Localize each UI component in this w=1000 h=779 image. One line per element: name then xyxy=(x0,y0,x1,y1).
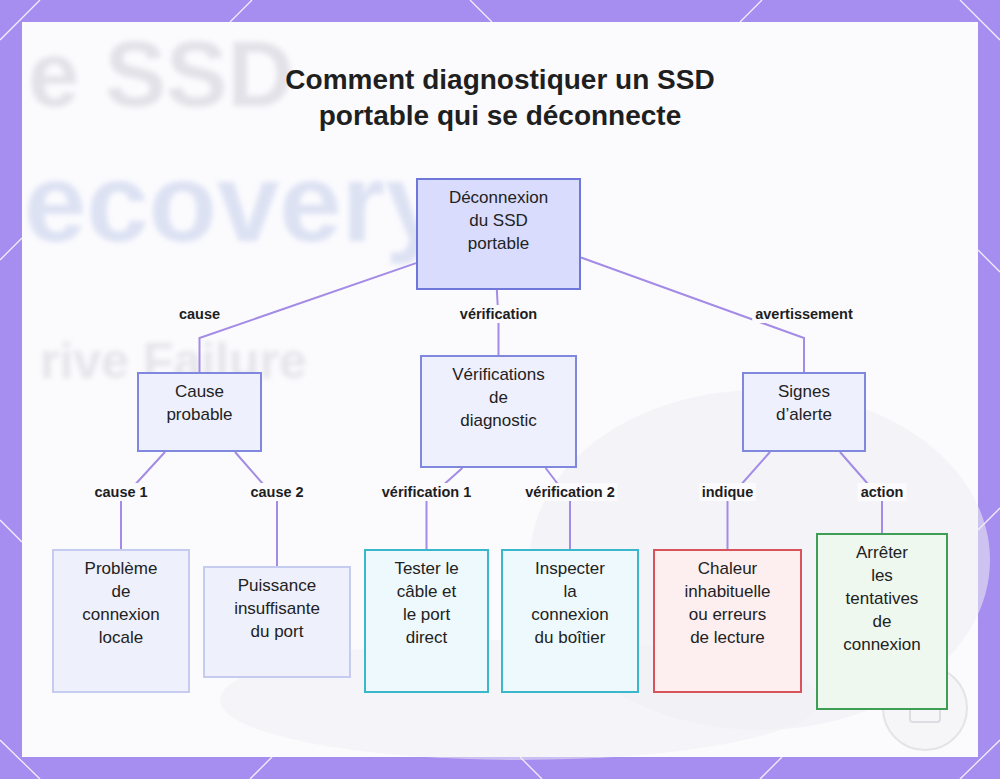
corner-line xyxy=(250,757,272,779)
edge-label: avertissement xyxy=(752,305,856,323)
box-text: Signes d’alerte xyxy=(764,380,844,426)
corner-line xyxy=(760,757,782,779)
edge-label: indique xyxy=(699,483,757,501)
edge-label: action xyxy=(858,483,907,501)
process-box: Signes d’alerte xyxy=(742,372,866,452)
process-box: Cause probable xyxy=(137,372,262,452)
corner-line xyxy=(740,0,762,22)
box-text: Cause probable xyxy=(155,380,245,426)
process-box: Puissance insuffisante du port xyxy=(203,566,351,678)
connector-line xyxy=(235,452,277,566)
box-text: Tester le câble et le port direct xyxy=(391,557,463,649)
connector-line xyxy=(427,468,463,549)
box-text: Problème de connexion locale xyxy=(76,557,166,649)
edge-label: cause 2 xyxy=(247,483,306,501)
process-box: Problème de connexion locale xyxy=(52,549,190,693)
edge-label: cause xyxy=(176,305,223,323)
box-text: Déconnexion du SSD portable xyxy=(444,186,554,255)
watermark-text: e SSD xyxy=(28,22,294,127)
process-box: Inspecter la connexion du boîtier xyxy=(501,549,639,693)
watermark-text: ecovery xyxy=(24,138,447,267)
corner-line xyxy=(978,250,1000,272)
corner-line xyxy=(470,0,492,22)
edge-label: vérification 2 xyxy=(522,483,617,501)
process-box: Tester le câble et le port direct xyxy=(364,549,489,693)
connector-line xyxy=(200,263,417,372)
box-text: Inspecter la connexion du boîtier xyxy=(528,557,613,649)
corner-line xyxy=(230,0,252,22)
process-box: Déconnexion du SSD portable xyxy=(416,178,581,290)
process-box: Arrêter les tentatives de connexion xyxy=(816,533,948,710)
diagram-title: Comment diagnostiquer un SSD portable qu… xyxy=(260,62,740,134)
connector-line xyxy=(546,468,570,549)
edge-label: vérification 1 xyxy=(379,483,474,501)
corner-line xyxy=(0,238,22,260)
process-box: Vérifications de diagnostic xyxy=(420,355,577,468)
corner-line xyxy=(520,757,542,779)
box-text: Arrêter les tentatives de connexion xyxy=(843,541,921,656)
corner-line xyxy=(0,520,22,542)
box-text: Puissance insuffisante du port xyxy=(227,574,327,643)
box-text: Vérifications de diagnostic xyxy=(451,363,546,432)
process-box: Chaleur inhabituelle ou erreurs de lectu… xyxy=(653,549,802,693)
edge-label: cause 1 xyxy=(91,483,150,501)
edge-label: vérification xyxy=(457,305,540,323)
box-text: Chaleur inhabituelle ou erreurs de lectu… xyxy=(680,557,775,649)
